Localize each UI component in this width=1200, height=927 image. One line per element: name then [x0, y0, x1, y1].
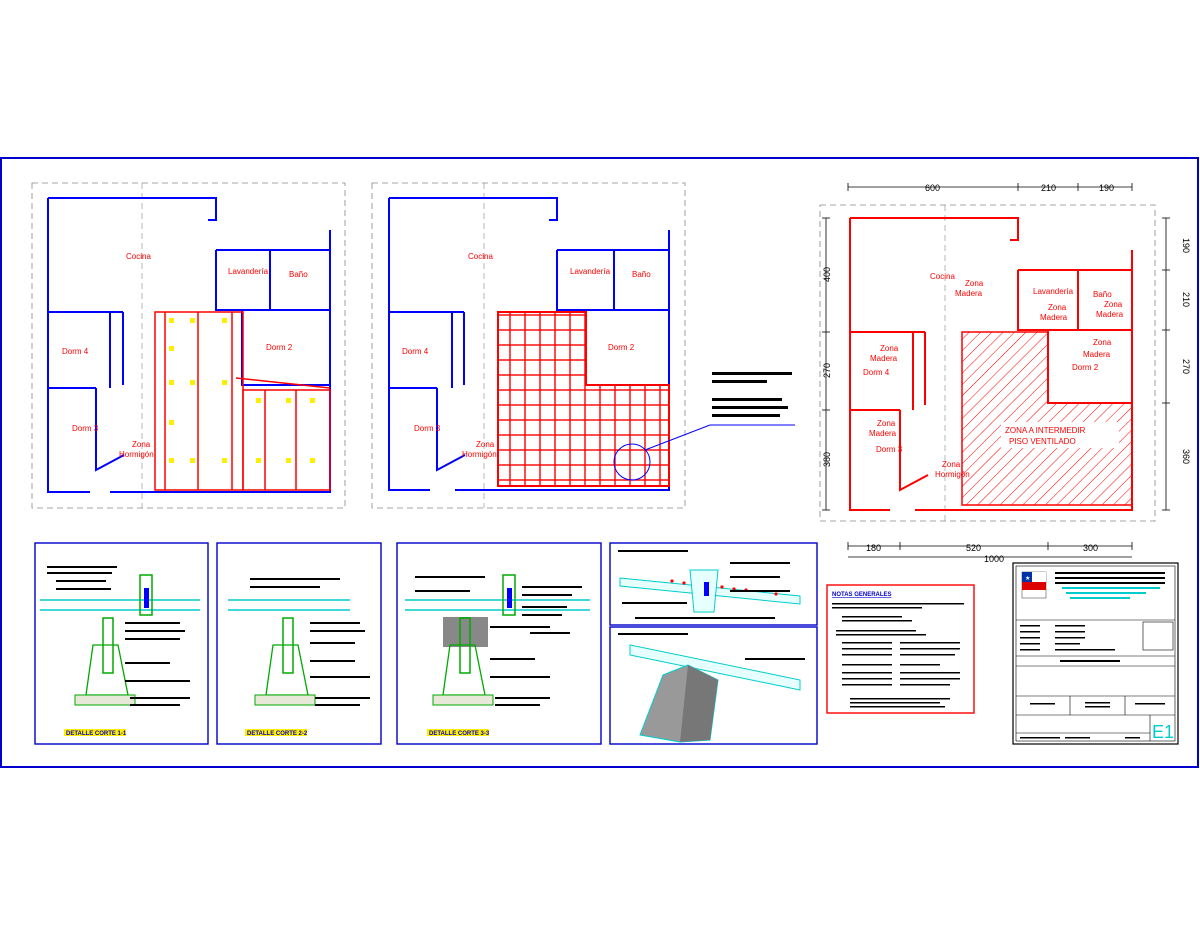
- plan-c-label-intermedia-2: PISO VENTILADO: [1009, 437, 1076, 446]
- plan-c-label-zh-a: Zona: [942, 460, 961, 469]
- plan-c-label-zm2-b: Madera: [1040, 313, 1068, 322]
- title-block: ★: [1012, 562, 1179, 745]
- plan-c-label-lavanderia: Lavandería: [1033, 287, 1074, 296]
- detail-2-frame: [216, 542, 382, 745]
- plan-b-floor-grid: [497, 311, 670, 487]
- detail-iso-bottom: [609, 626, 818, 745]
- plan-a-label-dorm2: Dorm 2: [266, 343, 293, 352]
- plan-c-label-zm6-b: Madera: [869, 429, 897, 438]
- notes-frame: [826, 584, 975, 714]
- plan-c-hatch-zone: [961, 331, 1133, 506]
- plan-c-label-zm4-a: Zona: [880, 344, 899, 353]
- plan-c-label-zm3-b: Madera: [1096, 310, 1124, 319]
- plan-c-dashed-border: [819, 204, 1156, 522]
- plan-b-label-zona-2: Hormigón: [462, 450, 497, 459]
- plan-c-label-dorm2: Dorm 2: [1072, 363, 1099, 372]
- plan-b-dashed-border: [371, 182, 686, 509]
- plan-a-label-cocina: Cocina: [126, 252, 151, 261]
- plan-c-label-cocina: Cocina: [930, 272, 955, 281]
- detail-iso-bottom-frame: [609, 626, 818, 745]
- plan-c-label-zm1-a: Zona: [965, 279, 984, 288]
- detail-2-title: DETALLE CORTE 2-2: [247, 731, 308, 737]
- dim-left-1: 400: [822, 267, 832, 282]
- plan-b-label-dorm4: Dorm 4: [402, 347, 429, 356]
- plan-c: Cocina Zona Madera Lavandería Zona Mader…: [819, 183, 1191, 564]
- plan-b-label-dorm2: Dorm 2: [608, 343, 635, 352]
- detail-1: DETALLE CORTE 1-1: [34, 542, 209, 745]
- detail-3-frame: [396, 542, 602, 745]
- dim-right-4: 360: [1181, 449, 1191, 464]
- plan-c-label-zm5-a: Zona: [1093, 338, 1112, 347]
- detail-3-title: DETALLE CORTE 3-3: [429, 731, 490, 737]
- plan-a-label-zona-2: Hormigón: [119, 450, 154, 459]
- plan-a-label-bano: Baño: [289, 270, 308, 279]
- plan-b-label-bano: Baño: [632, 270, 651, 279]
- chile-logo: ★: [1021, 571, 1047, 599]
- plan-a-label-zona-1: Zona: [132, 440, 151, 449]
- plan-c-label-zm1-b: Madera: [955, 289, 983, 298]
- plan-b: Cocina Lavandería Baño Dorm 4 Dorm 2 Dor…: [371, 182, 795, 509]
- dim-right-2: 210: [1181, 292, 1191, 307]
- dim-bottom-1: 180: [866, 543, 881, 553]
- plan-c-label-bano: Baño: [1093, 290, 1112, 299]
- plan-c-label-zh-b: Hormigón: [935, 470, 970, 479]
- dim-bottom-3: 300: [1083, 543, 1098, 553]
- detail-1-frame: [34, 542, 209, 745]
- dim-top-3: 190: [1099, 183, 1114, 193]
- plan-b-room-labels: Cocina Lavandería Baño Dorm 4 Dorm 2 Dor…: [402, 252, 651, 459]
- plan-a-floor-beams: [154, 311, 331, 491]
- plan-b-label-cocina: Cocina: [468, 252, 493, 261]
- plan-b-label-lavanderia: Lavandería: [570, 267, 611, 276]
- plan-a-label-lavanderia: Lavandería: [228, 267, 269, 276]
- plan-b-label-zona-1: Zona: [476, 440, 495, 449]
- sheet-code: E1: [1152, 722, 1174, 742]
- plan-c-dimension-text: 600 210 190 190 210 270 360 400 270 380 …: [822, 183, 1191, 564]
- plan-c-room-labels: Cocina Zona Madera Lavandería Zona Mader…: [863, 272, 1124, 479]
- plan-c-label-zm5-b: Madera: [1083, 350, 1111, 359]
- plan-c-label-intermedia-1: ZONA A INTERMEDIR: [1005, 426, 1086, 435]
- dim-top-1: 600: [925, 183, 940, 193]
- plan-b-label-dorm3: Dorm 3: [414, 424, 441, 433]
- plan-b-leader: [613, 424, 795, 481]
- dim-right-3: 270: [1181, 359, 1191, 374]
- sheet-frame: [0, 157, 1199, 768]
- detail-2: DETALLE CORTE 2-2: [216, 542, 382, 745]
- plan-b-callout-text: [712, 372, 792, 417]
- detail-iso-top-frame: [609, 542, 818, 626]
- plan-c-label-zm6-a: Zona: [877, 419, 896, 428]
- title-block-frame: [1012, 562, 1179, 745]
- dim-bottom-total: 1000: [984, 554, 1004, 564]
- detail-1-title: DETALLE CORTE 1-1: [66, 731, 127, 737]
- dim-bottom-2: 520: [966, 543, 981, 553]
- plan-c-label-dorm4: Dorm 4: [863, 368, 890, 377]
- dim-right-1: 190: [1181, 238, 1191, 253]
- dim-left-3: 380: [822, 452, 832, 467]
- plan-c-label-zm4-b: Madera: [870, 354, 898, 363]
- dim-top-2: 210: [1041, 183, 1056, 193]
- plan-a-label-dorm4: Dorm 4: [62, 347, 89, 356]
- svg-text:★: ★: [1025, 575, 1030, 582]
- plan-a-dashed-border: [31, 182, 346, 509]
- plan-c-label-zm2-a: Zona: [1048, 303, 1067, 312]
- plan-a-label-dorm3: Dorm 3: [72, 424, 99, 433]
- plan-a: Cocina Lavandería Baño Dorm 4 Dorm 2 Dor…: [31, 182, 346, 509]
- dim-left-2: 270: [822, 363, 832, 378]
- plan-c-dimension-lines: [822, 183, 1170, 558]
- plan-a-room-labels: Cocina Lavandería Baño Dorm 4 Dorm 2 Dor…: [62, 252, 308, 459]
- plan-c-label-dorm3: Dorm 3: [876, 445, 903, 454]
- plan-a-piers: [169, 318, 315, 463]
- detail-iso-top: [609, 542, 818, 626]
- notes-title: NOTAS GENERALES: [832, 592, 892, 598]
- plan-c-label-zm3-a: Zona: [1104, 300, 1123, 309]
- notes-box: NOTAS GENERALES: [826, 584, 975, 714]
- detail-3: DETALLE CORTE 3-3: [396, 542, 602, 745]
